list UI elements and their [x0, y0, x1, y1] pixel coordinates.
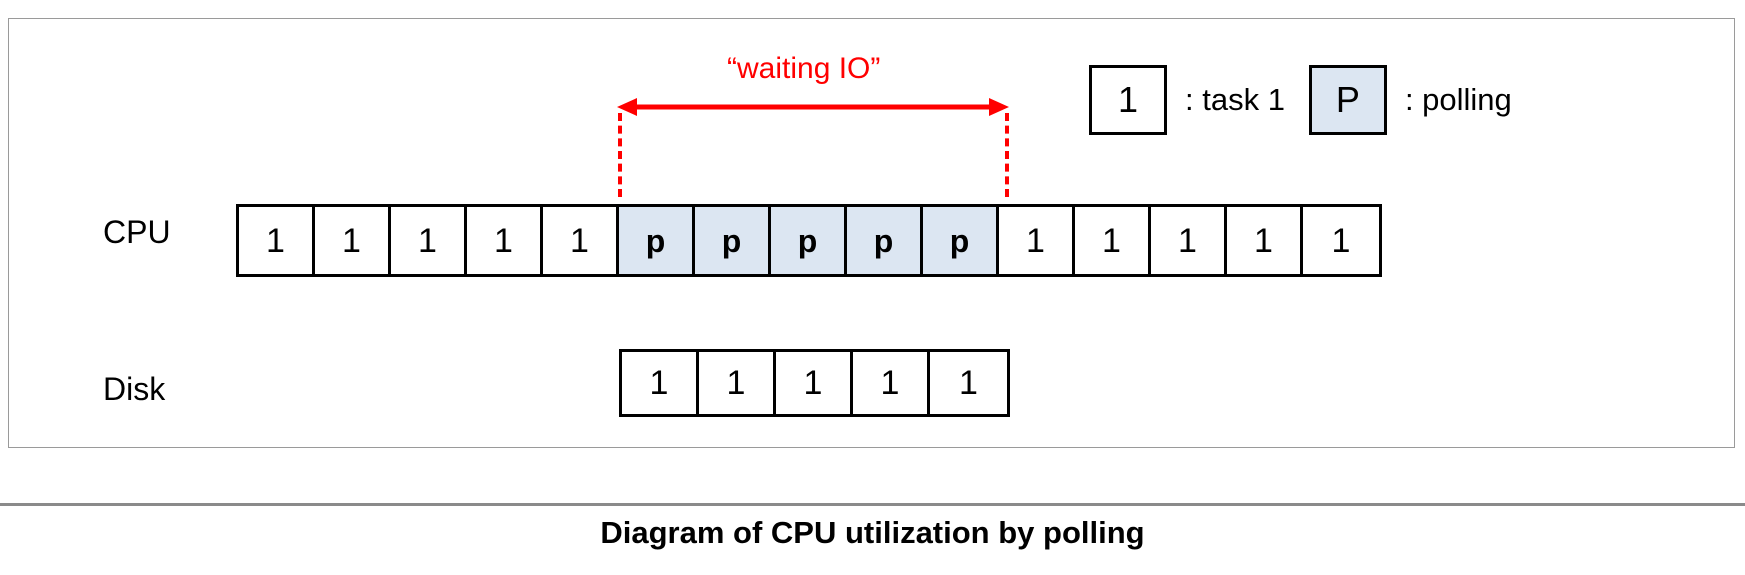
waiting-io-dashed-line-right [1005, 113, 1009, 197]
timeline-cell: 1 [1151, 207, 1227, 274]
row-label-cpu: CPU [103, 214, 171, 250]
row-label-disk: Disk [103, 371, 166, 407]
figure-caption: Diagram of CPU utilization by polling [600, 515, 1145, 550]
legend-swatch-task: 1 [1089, 65, 1167, 135]
timeline-cell: 1 [543, 207, 619, 274]
timeline-cell: p [695, 207, 771, 274]
waiting-io-dashed-line-left [618, 113, 622, 197]
timeline-cell: 1 [999, 207, 1075, 274]
timeline-cell: 1 [776, 352, 853, 414]
double-headed-arrow-icon [617, 98, 1009, 116]
legend-label-polling: : polling [1404, 82, 1512, 117]
timeline-cell: 1 [239, 207, 315, 274]
timeline-cell: 1 [930, 352, 1007, 414]
timeline-cell: p [923, 207, 999, 274]
timeline-cell: 1 [699, 352, 776, 414]
legend-label-task: : task 1 [1185, 82, 1285, 117]
timeline-cell: 1 [622, 352, 699, 414]
timeline-cell: p [619, 207, 695, 274]
timeline-cell: 1 [1303, 207, 1379, 274]
timeline-cell: p [771, 207, 847, 274]
caption-divider [0, 503, 1745, 506]
timeline-cell: 1 [467, 207, 543, 274]
legend-swatch-polling: P [1308, 65, 1387, 135]
timeline-cell: 1 [315, 207, 391, 274]
timeline-cell: p [847, 207, 923, 274]
legend: 1 : task 1 P : polling [1089, 64, 1512, 136]
timeline-cell: 1 [1075, 207, 1151, 274]
waiting-io-label: “waiting IO” [727, 52, 881, 85]
timeline-cell: 1 [391, 207, 467, 274]
timeline-cell: 1 [853, 352, 930, 414]
figure-frame: “waiting IO” 1 : task 1 P : polling CPU … [8, 18, 1735, 448]
timeline-cell: 1 [1227, 207, 1303, 274]
